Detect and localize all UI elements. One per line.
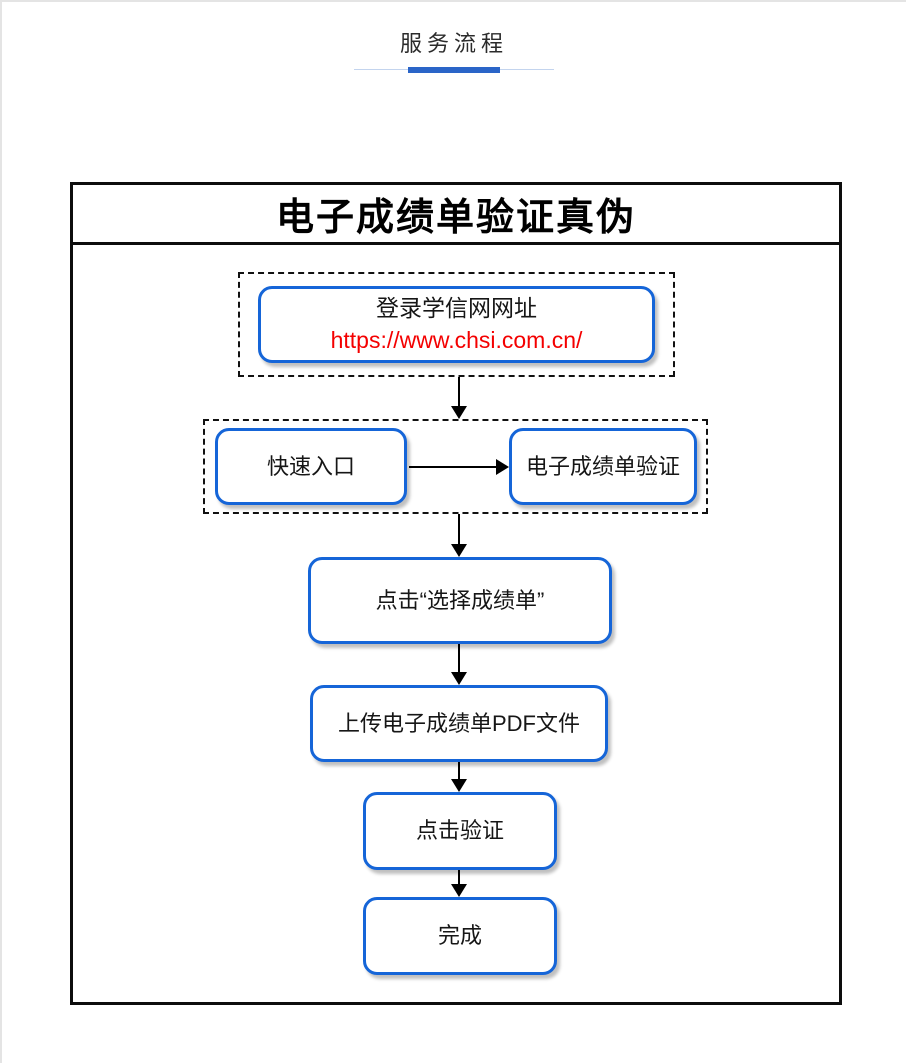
flowchart-title: 电子成绩单验证真伪	[275, 197, 636, 239]
flowchart-box: 电子成绩单验证真伪 登录学信网网址 https://www.chsi.com.c…	[70, 182, 842, 1005]
flow-node-transcript-verify-label: 电子成绩单验证	[525, 453, 680, 479]
arrow-line	[409, 466, 496, 468]
flow-node-upload-pdf-label: 上传电子成绩单PDF文件	[337, 710, 580, 736]
flow-node-upload-pdf: 上传电子成绩单PDF文件	[310, 685, 608, 762]
arrow-line	[458, 514, 460, 544]
flow-arrow-5-icon	[451, 870, 467, 897]
flow-node-quick-entry-label: 快速入口	[266, 453, 355, 479]
flow-group-login: 登录学信网网址 https://www.chsi.com.cn/	[238, 272, 675, 377]
flow-arrow-2-icon	[451, 514, 467, 557]
flow-node-click-verify: 点击验证	[363, 792, 557, 870]
arrow-line	[458, 644, 460, 672]
flow-node-transcript-verify: 电子成绩单验证	[509, 428, 697, 505]
arrow-head	[451, 672, 467, 685]
flow-arrow-horizontal-icon	[409, 459, 509, 475]
arrow-line	[458, 870, 460, 884]
flow-node-login-label: 登录学信网网址	[376, 295, 537, 322]
arrow-head	[451, 406, 467, 419]
flow-node-done: 完成	[363, 897, 557, 975]
arrow-line	[458, 377, 460, 406]
flow-arrow-4-icon	[451, 762, 467, 792]
flowchart-body: 登录学信网网址 https://www.chsi.com.cn/ 快速入口	[73, 245, 839, 999]
flow-node-done-label: 完成	[437, 923, 482, 949]
flow-group-entry: 快速入口 电子成绩单验证	[203, 419, 708, 514]
flow-node-login-url: https://www.chsi.com.cn/	[330, 326, 583, 353]
arrow-head	[451, 884, 467, 897]
flow-node-click-verify-label: 点击验证	[415, 818, 504, 844]
arrow-line	[458, 762, 460, 779]
section-header: 服务流程	[2, 26, 906, 73]
flowchart-title-band: 电子成绩单验证真伪	[73, 185, 839, 245]
arrow-head	[451, 779, 467, 792]
section-title: 服务流程	[399, 31, 508, 56]
arrow-head	[496, 459, 509, 475]
flow-node-quick-entry: 快速入口	[215, 428, 407, 505]
arrow-head	[451, 544, 467, 557]
underline-accent-bar	[408, 67, 500, 73]
flow-node-login: 登录学信网网址 https://www.chsi.com.cn/	[258, 286, 655, 363]
flow-node-select-transcript-label: 点击“选择成绩单”	[375, 587, 545, 613]
section-title-underline	[354, 67, 554, 73]
flow-arrow-3-icon	[451, 644, 467, 685]
flow-arrow-1-icon	[451, 377, 467, 419]
flow-node-select-transcript: 点击“选择成绩单”	[308, 557, 612, 644]
